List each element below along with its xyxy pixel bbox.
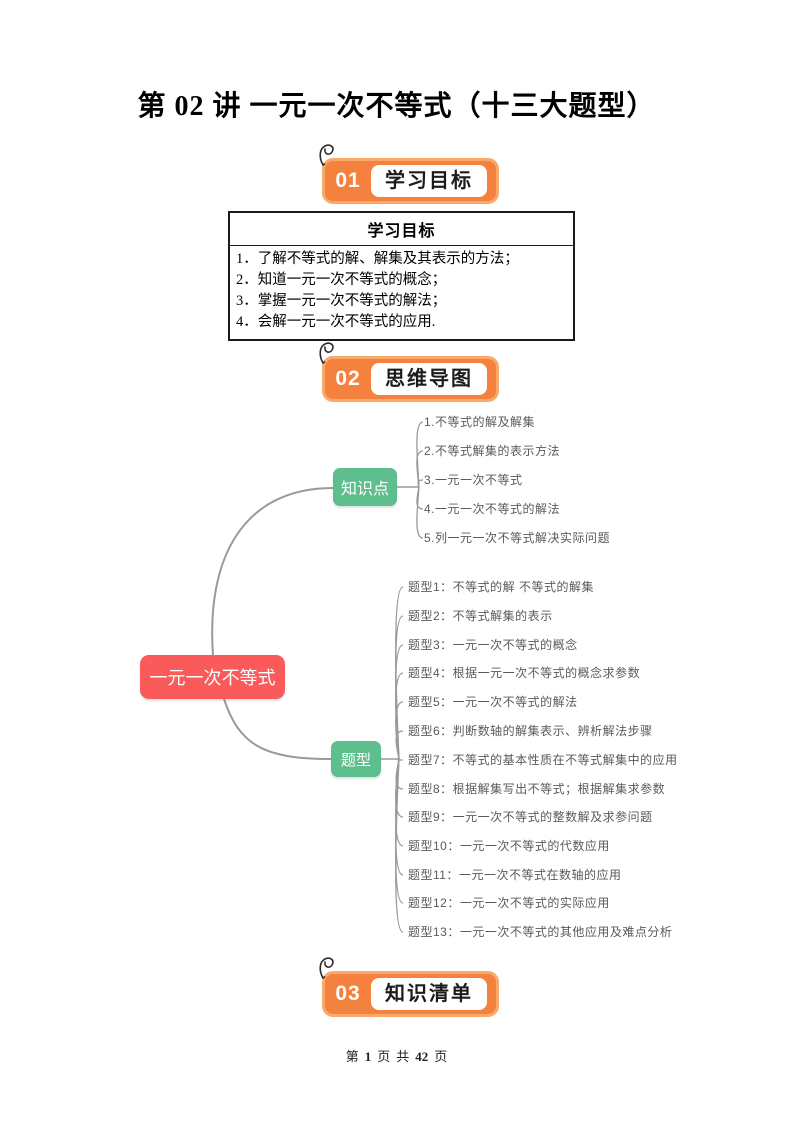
- section-title: 知识清单: [371, 978, 487, 1010]
- question-type-item: 题型2：不等式解集的表示: [408, 609, 553, 623]
- objective-item: 3．掌握一元一次不等式的解法；: [236, 293, 447, 309]
- objectives-table-body: 1．了解不等式的解、解集及其表示的方法； 2．知道一元一次不等式的概念； 3．掌…: [228, 245, 575, 341]
- mindmap-branch-question-types: 题型: [331, 741, 381, 777]
- section-number: 03: [335, 982, 361, 1005]
- footer-total-pages: 42: [415, 1049, 429, 1064]
- question-type-item: 题型6：判断数轴的解集表示、辨析解法步骤: [408, 724, 653, 738]
- objective-item: 1．了解不等式的解、解集及其表示的方法；: [236, 251, 519, 267]
- objectives-table: 学习目标 1．了解不等式的解、解集及其表示的方法； 2．知道一元一次不等式的概念…: [228, 211, 575, 341]
- page-title: 第 02 讲 一元一次不等式（十三大题型）: [137, 91, 656, 122]
- section-badge-01: 01 学习目标: [319, 144, 499, 204]
- knowledge-item: 4.一元一次不等式的解法: [424, 502, 561, 516]
- footer-text: 第: [345, 1049, 359, 1064]
- squiggle-icon: [319, 342, 334, 364]
- section-number: 02: [335, 367, 361, 390]
- objective-item: 2．知道一元一次不等式的概念；: [236, 272, 447, 288]
- squiggle-icon: [319, 957, 334, 979]
- objectives-table-header: 学习目标: [228, 211, 575, 246]
- objective-item: 4．会解一元一次不等式的应用.: [236, 314, 436, 330]
- footer-text: 共: [396, 1049, 410, 1064]
- squiggle-icon: [319, 144, 334, 166]
- section-title: 学习目标: [371, 165, 487, 197]
- section-number: 01: [335, 169, 361, 192]
- knowledge-item: 5.列一元一次不等式解决实际问题: [424, 531, 611, 545]
- question-type-item: 题型9：一元一次不等式的整数解及求参问题: [408, 810, 653, 824]
- footer-page-number: 1: [364, 1049, 372, 1064]
- knowledge-item: 2.不等式解集的表示方法: [424, 444, 561, 458]
- knowledge-item: 1.不等式的解及解集: [424, 415, 536, 429]
- question-type-item: 题型4：根据一元一次不等式的概念求参数: [408, 666, 641, 680]
- mindmap-root-node: 一元一次不等式: [140, 655, 285, 699]
- footer-text: 页: [377, 1049, 391, 1064]
- section-badge-02: 02 思维导图: [319, 342, 499, 402]
- question-type-item: 题型10：一元一次不等式的代数应用: [408, 839, 610, 853]
- question-type-item: 题型12：一元一次不等式的实际应用: [408, 896, 610, 910]
- question-type-item: 题型7：不等式的基本性质在不等式解集中的应用: [408, 753, 678, 767]
- section-title: 思维导图: [371, 363, 487, 395]
- knowledge-item: 3.一元一次不等式: [424, 473, 523, 487]
- section-badge-03: 03 知识清单: [319, 957, 499, 1017]
- question-type-item: 题型11：一元一次不等式在数轴的应用: [408, 868, 622, 882]
- question-type-item: 题型8：根据解集写出不等式；根据解集求参数: [408, 782, 666, 796]
- mindmap-branch-knowledge: 知识点: [333, 468, 397, 506]
- question-type-item: 题型13：一元一次不等式的其他应用及难点分析: [408, 925, 673, 939]
- question-type-item: 题型3：一元一次不等式的概念: [408, 638, 578, 652]
- question-type-item: 题型5：一元一次不等式的解法: [408, 695, 578, 709]
- question-type-item: 题型1：不等式的解 不等式的解集: [408, 580, 595, 594]
- footer-text: 页: [434, 1049, 448, 1064]
